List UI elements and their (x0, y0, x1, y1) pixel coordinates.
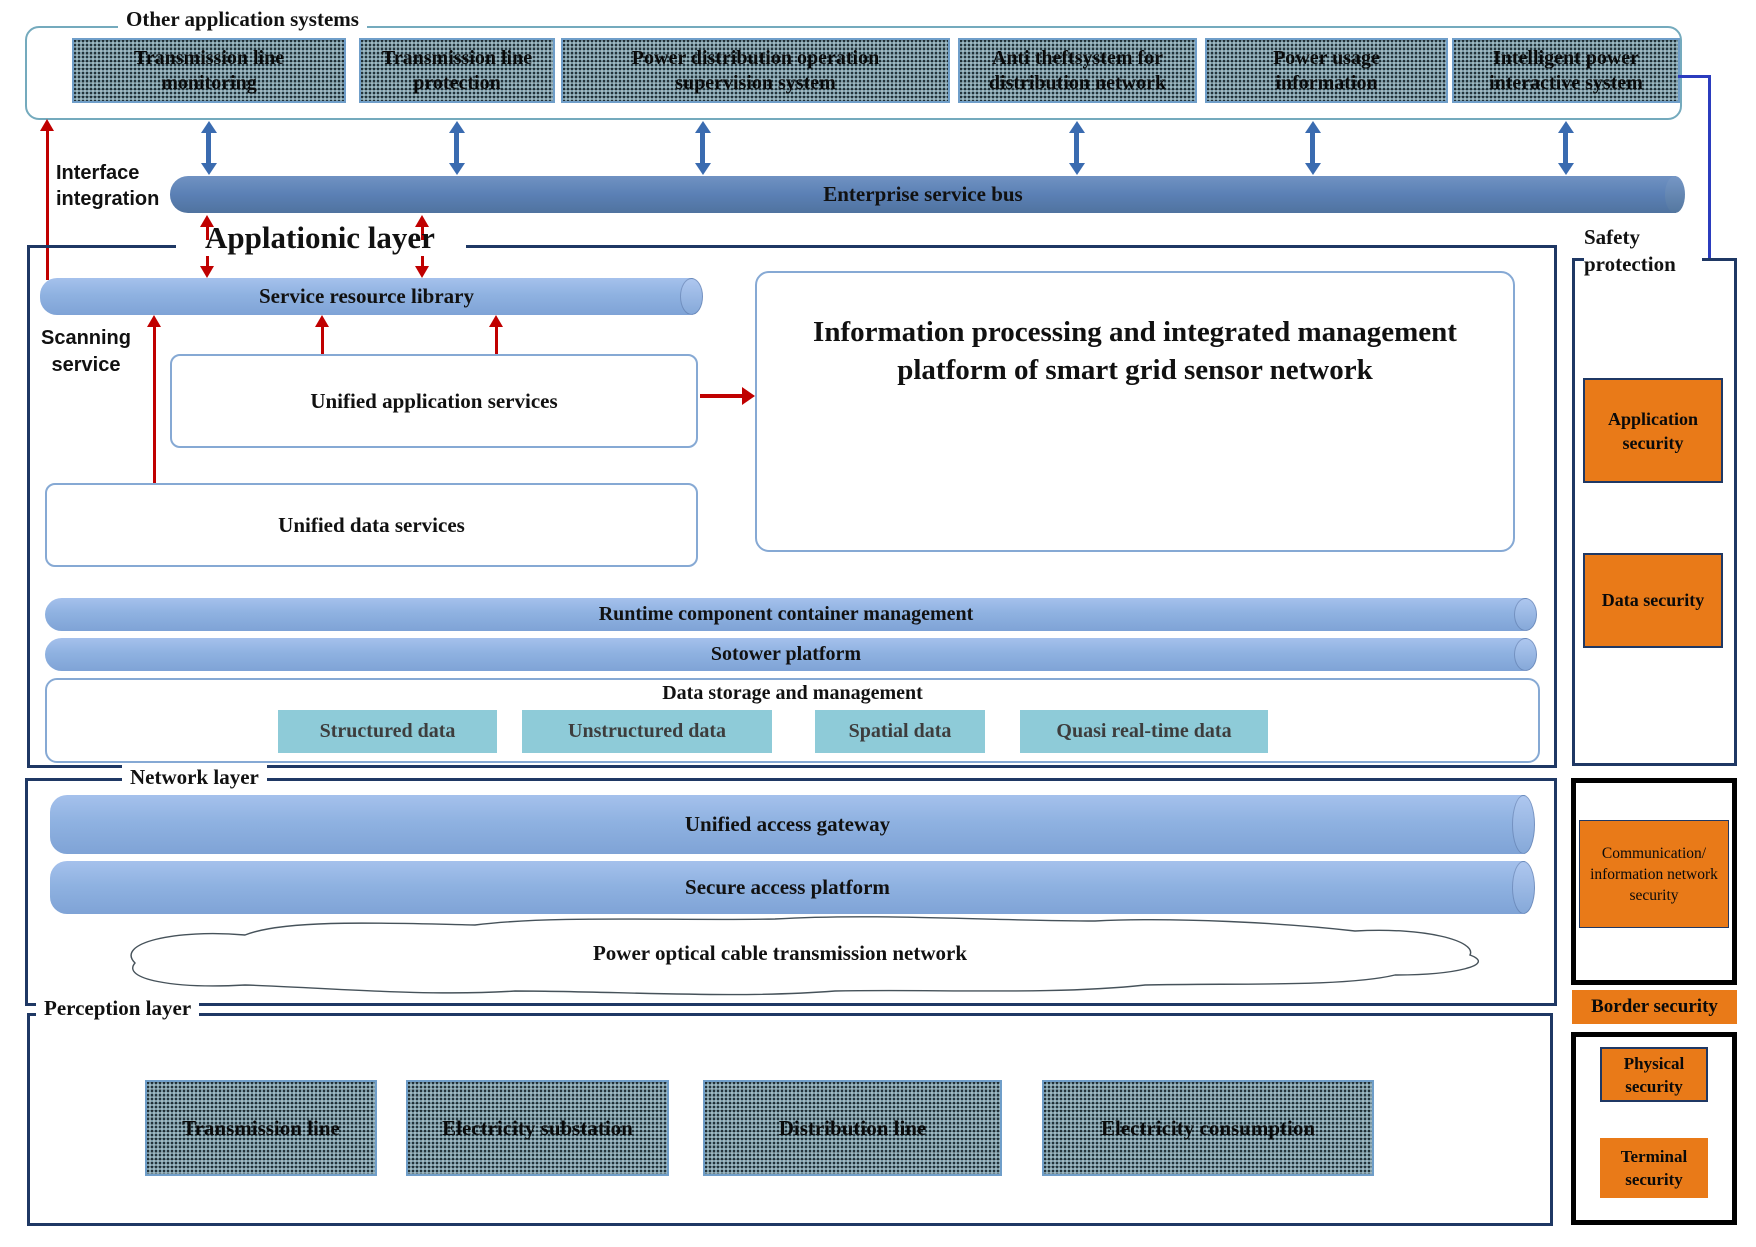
sotower-platform-bar: Sotower platform (45, 638, 1537, 671)
system-transmission-line-protection: Transmission line protection (359, 38, 555, 103)
cloud-shape-icon (130, 916, 1479, 996)
system-transmission-line-monitoring: Transmission line monitoring (72, 38, 346, 103)
unstructured-data-box: Unstructured data (522, 710, 772, 753)
red-arrow-icon (315, 315, 329, 354)
double-arrow-icon (1068, 121, 1085, 175)
terminal-security-outline-box (1571, 1032, 1737, 1225)
spatial-data-box: Spatial data (815, 710, 985, 753)
border-security-box: Border security (1572, 990, 1737, 1024)
interface-integration-arrow (40, 119, 54, 280)
data-storage-title: Data storage and management (662, 682, 923, 704)
perception-layer-box (27, 1013, 1553, 1226)
red-arrow-icon (200, 215, 214, 241)
unified-access-gateway-label: Unified access gateway (684, 812, 891, 836)
connector-line (1708, 75, 1711, 260)
double-arrow-icon (1304, 121, 1321, 175)
service-resource-library-label: Service resource library (259, 284, 474, 308)
safety-protection-box (1572, 258, 1737, 766)
system-intelligent-power-interactive: Intelligent power interactive system (1452, 38, 1680, 103)
data-security-box: Data security (1583, 553, 1723, 648)
transmission-network-cloud: Power optical cable transmission network (55, 913, 1505, 999)
runtime-container-bar: Runtime component container management (45, 598, 1537, 631)
other-application-systems-box (25, 26, 1682, 120)
double-arrow-icon (200, 121, 217, 175)
application-layer-box (27, 245, 1557, 768)
cloud-label: Power optical cable transmission network (592, 941, 968, 965)
unified-access-gateway-bar: Unified access gateway (50, 795, 1535, 854)
safety-protection-label: Safety protection (1584, 224, 1702, 278)
red-arrow-icon (147, 315, 161, 483)
double-arrow-icon (1557, 121, 1574, 175)
red-arrow-right-icon (700, 387, 755, 405)
system-power-distribution-supervision: Power distribution operation supervision… (561, 38, 950, 103)
physical-security-box: Physical security (1600, 1047, 1708, 1102)
node-electricity-consumption: Electricity consumption (1042, 1080, 1374, 1176)
red-arrow-icon (489, 315, 503, 354)
node-transmission-line: Transmission line (145, 1080, 377, 1176)
node-distribution-line: Distribution line (703, 1080, 1002, 1176)
red-arrow-icon (200, 256, 214, 278)
quasi-realtime-data-box: Quasi real-time data (1020, 710, 1268, 753)
network-layer-box (25, 778, 1557, 1006)
application-security-box: Application security (1583, 378, 1723, 483)
application-layer-title: Applationic layer (205, 220, 435, 255)
perception-layer-label: Perception layer (36, 995, 200, 1021)
node-electricity-substation: Electricity substation (406, 1080, 669, 1176)
network-layer-label: Network layer (122, 764, 267, 790)
connector-line (1678, 75, 1711, 78)
sotower-platform-label: Sotower platform (710, 643, 862, 665)
enterprise-service-bus: Enterprise service bus (170, 176, 1685, 213)
service-resource-library-bar: Service resource library (40, 278, 703, 315)
red-arrow-icon (415, 215, 429, 241)
information-platform-label: Information processing and integrated ma… (813, 316, 1457, 386)
enterprise-service-bus-label: Enterprise service bus (823, 182, 1023, 206)
information-platform-box: Information processing and integrated ma… (755, 271, 1515, 552)
unified-data-services-box: Unified data services (45, 483, 698, 567)
application-layer-title-patch (176, 240, 466, 252)
secure-access-platform-label: Secure access platform (685, 875, 890, 899)
terminal-security-box: Terminal security (1600, 1138, 1708, 1198)
unified-application-services-box: Unified application services (170, 354, 698, 448)
communication-security-box: Communication/ information network secur… (1579, 820, 1729, 928)
system-power-usage-information: Power usage information (1205, 38, 1448, 103)
system-anti-theft: Anti theftsystem for distribution networ… (958, 38, 1197, 103)
other-application-systems-label: Other application systems (118, 6, 367, 32)
runtime-container-label: Runtime component container management (598, 603, 974, 625)
interface-integration-label: Interface integration (56, 162, 160, 210)
double-arrow-icon (694, 121, 711, 175)
structured-data-box: Structured data (278, 710, 497, 753)
double-arrow-icon (448, 121, 465, 175)
scanning-service-label: Scanning service (40, 327, 131, 376)
communication-security-outline-box (1571, 778, 1737, 985)
red-arrow-icon (415, 256, 429, 278)
secure-access-platform-bar: Secure access platform (50, 861, 1535, 914)
